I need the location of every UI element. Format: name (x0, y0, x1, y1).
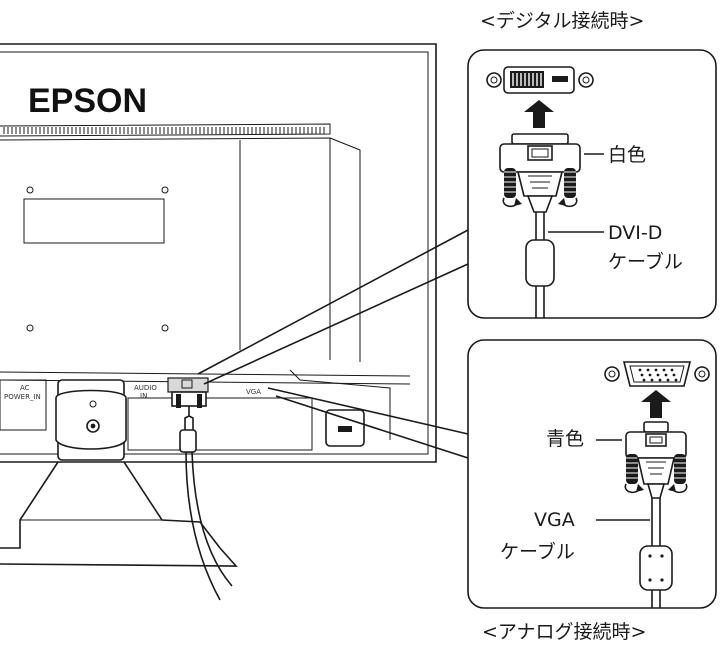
dvi-plug-inserted (171, 391, 207, 453)
digital-cable-name: DVI-D (608, 222, 662, 244)
monitor-cable (185, 451, 221, 601)
analog-callout: 青色 VGA ケーブル (467, 339, 717, 609)
vga-port-icon (604, 361, 710, 387)
svg-text:AUDIO: AUDIO (134, 384, 157, 392)
power-port-panel (0, 379, 47, 431)
screw-icon (161, 186, 169, 194)
arrow-up-icon (641, 390, 671, 418)
brand-logo-text: EPSON (28, 82, 147, 120)
dvi-plug (499, 133, 581, 213)
analog-connector-color: 青色 (546, 428, 584, 450)
screw-icon (161, 324, 169, 332)
digital-caption: <デジタル接続時> (480, 10, 644, 32)
analog-caption: <アナログ接続時> (482, 621, 646, 643)
screw-icon (26, 186, 34, 194)
svg-text:VGA: VGA (246, 388, 261, 396)
analog-cable-type: ケーブル (500, 540, 575, 563)
analog-cable-name: VGA (534, 509, 575, 531)
screw-icon (26, 324, 34, 332)
ferrite-core-icon (525, 239, 555, 287)
dvi-port-icon (486, 66, 594, 94)
label-plate (23, 198, 165, 244)
digital-cable-type: ケーブル (608, 250, 683, 273)
svg-text:POWER_IN: POWER_IN (4, 393, 41, 401)
callout-lines (197, 229, 469, 459)
ferrite-core-icon (639, 545, 673, 591)
svg-text:IN: IN (140, 392, 147, 400)
monitor-back: EPSON AC POWER_IN AUDIO IN VGA (0, 43, 437, 463)
digital-callout: 白色 DVI-D ケーブル (467, 49, 717, 319)
stand-lock-icon (89, 400, 97, 408)
digital-connector-color: 白色 (608, 144, 646, 166)
monitor-stand (0, 379, 238, 567)
vent-grille (0, 123, 331, 137)
vga-plug (625, 421, 687, 499)
arrow-up-icon (524, 100, 554, 128)
svg-text:AC: AC (20, 384, 30, 392)
